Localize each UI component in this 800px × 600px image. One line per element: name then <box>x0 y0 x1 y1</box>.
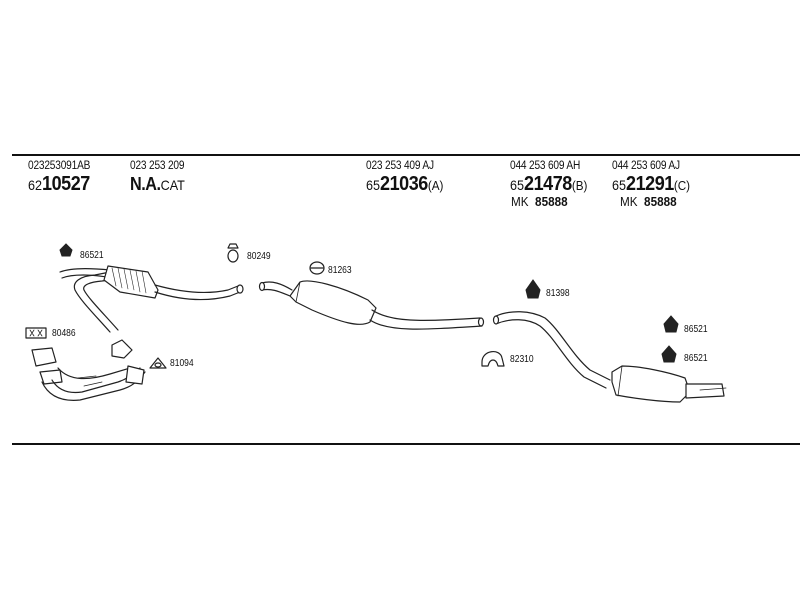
label-hanger-mid: 81398 <box>546 288 570 299</box>
hanger-icon-front <box>59 243 73 257</box>
exhaust-manifold <box>31 347 146 401</box>
bottom-rule <box>12 443 800 445</box>
label-hanger-rear-2: 86521 <box>684 353 708 364</box>
label-seal-ring: 81094 <box>170 358 194 369</box>
hanger-icon-rear-2 <box>661 345 677 363</box>
mk-number-5: MK 85888 <box>620 194 677 209</box>
label-hanger-front: 86521 <box>80 250 104 261</box>
label-hanger-rear-1: 86521 <box>684 324 708 335</box>
clamp-icon-mid <box>309 261 325 275</box>
label-clamp-rear: 82310 <box>510 354 534 365</box>
label-gasket: 80486 <box>52 328 76 339</box>
rear-silencer <box>492 311 727 403</box>
part-number-5: 6521291(C) <box>612 173 691 195</box>
part-number-2: N.A.CAT <box>130 174 185 194</box>
part-number-4: 6521478(B) <box>510 173 588 195</box>
oe-number-2: 023 253 209 <box>130 160 185 172</box>
middle-silencer <box>258 280 485 330</box>
label-clamp-front: 80249 <box>247 251 271 262</box>
hanger-icon-rear-1 <box>663 315 679 333</box>
part-number-1: 6210527 <box>28 173 90 195</box>
seal-ring-icon <box>149 357 167 369</box>
mk-number-4: MK 85888 <box>511 194 568 209</box>
part-number-3: 6521036(A) <box>366 173 444 195</box>
clamp-icon-front <box>227 243 239 263</box>
oe-number-3: 023 253 409 AJ <box>366 160 434 172</box>
oe-number-5: 044 253 609 AJ <box>612 160 680 172</box>
label-clamp-mid: 81263 <box>328 265 352 276</box>
gasket-icon <box>25 327 47 339</box>
hanger-icon-mid <box>525 279 541 299</box>
oe-number-4: 044 253 609 AH <box>510 160 581 172</box>
clamp-icon-rear <box>481 351 505 367</box>
oe-number-1: 023253091AB <box>28 160 91 172</box>
top-rule <box>12 154 800 156</box>
front-pipe-catalyst <box>59 265 244 359</box>
